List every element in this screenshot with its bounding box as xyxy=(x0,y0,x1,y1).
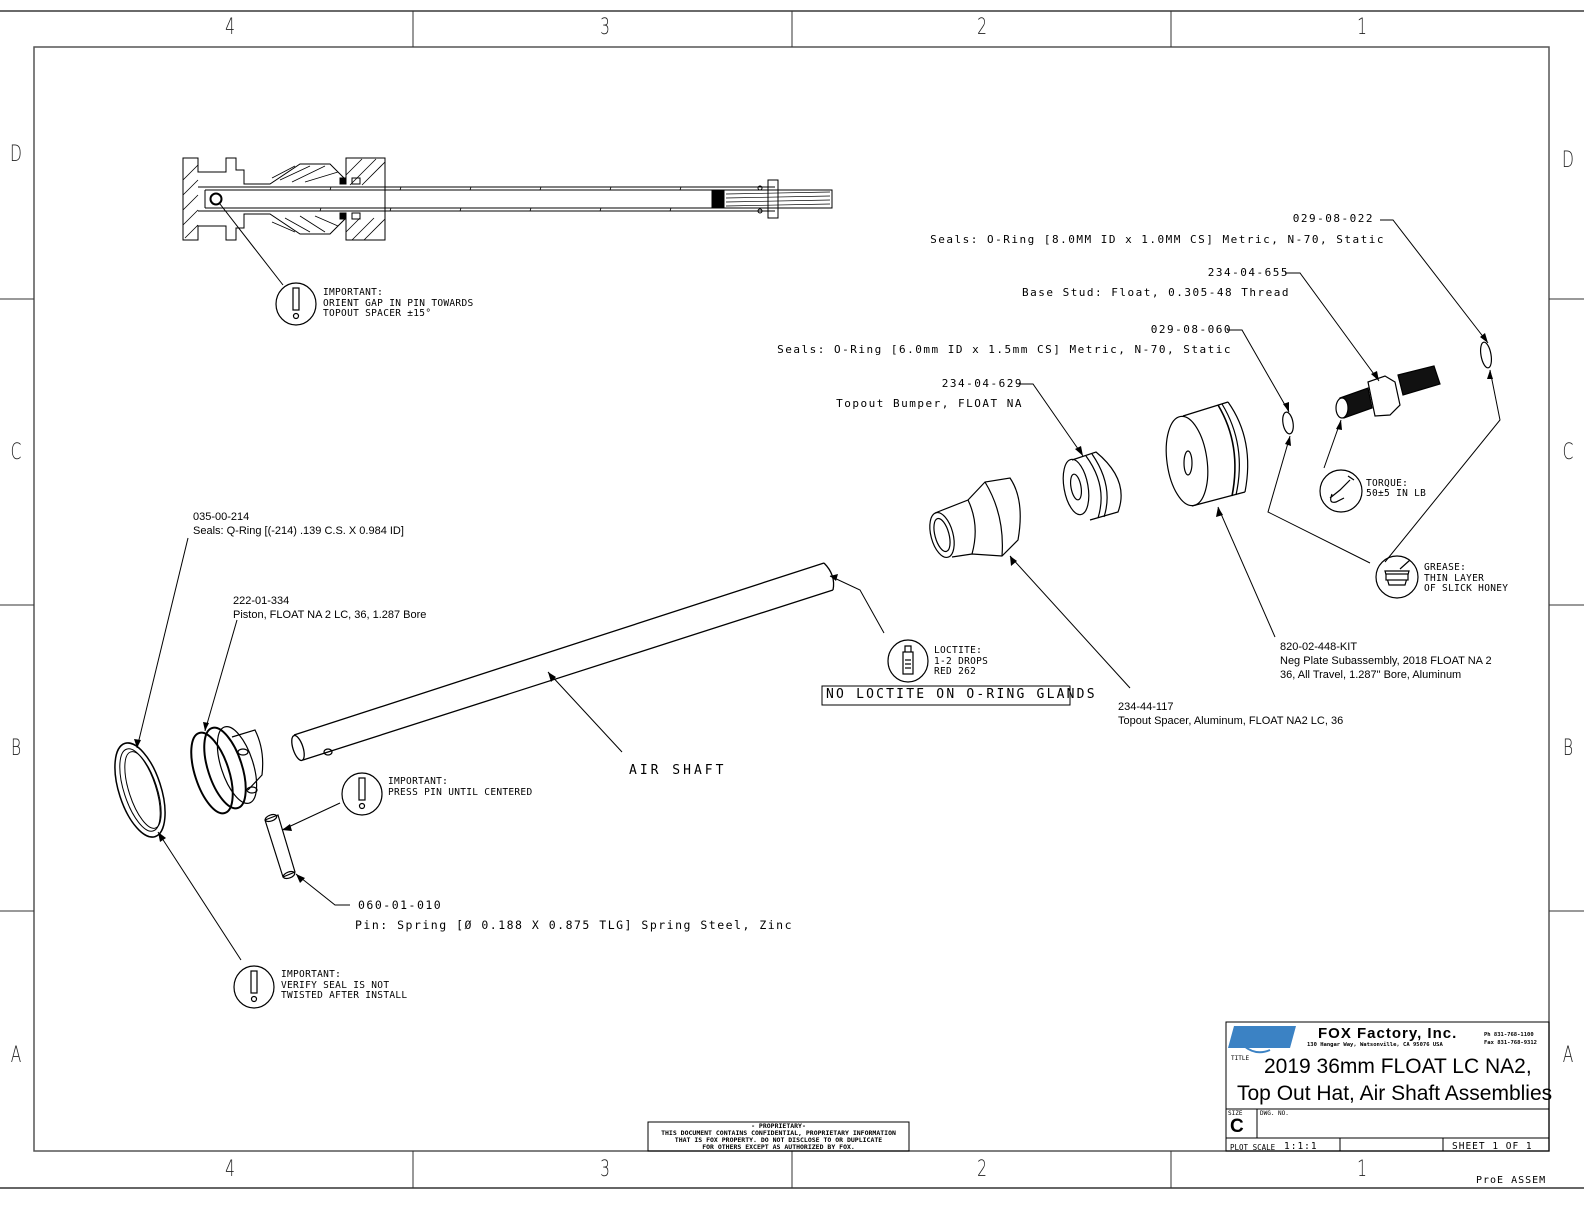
proprietary-line: FOR OTHERS EXCEPT AS AUTHORIZED BY FOX. xyxy=(702,1143,855,1151)
zone-col-label: 1 xyxy=(1357,15,1367,40)
qring-part xyxy=(114,742,166,838)
zone-row-label: A xyxy=(10,1043,22,1068)
proprietary-line: THIS DOCUMENT CONTAINS CONFIDENTIAL, PRO… xyxy=(661,1129,896,1137)
part-number: 234-04-629 xyxy=(941,377,1023,390)
part-number: 222-01-334 xyxy=(233,595,290,607)
drawing-title-line1: 2019 36mm FLOAT LC NA2, xyxy=(1264,1055,1532,1078)
note-line: 50±5 IN LB xyxy=(1366,488,1427,499)
note-line: THIN LAYER xyxy=(1424,573,1485,584)
zone-row-label: B xyxy=(10,736,22,761)
part-description: Topout Spacer, Aluminum, FLOAT NA2 LC, 3… xyxy=(1118,715,1344,727)
note-line: TOPOUT SPACER ±15° xyxy=(323,308,432,319)
note-line: TORQUE: xyxy=(1366,478,1409,489)
air-shaft-label: AIR SHAFT xyxy=(629,763,727,778)
note-line: RED 262 xyxy=(934,666,977,677)
sheet-number: SHEET 1 OF 1 xyxy=(1452,1141,1533,1152)
note-line: ORIENT GAP IN PIN TOWARDS xyxy=(323,298,474,309)
part-number: 029-08-060 xyxy=(1150,323,1232,336)
base-stud-part xyxy=(1335,365,1441,419)
zone-row-label: D xyxy=(1562,148,1574,173)
note-line: TWISTED AFTER INSTALL xyxy=(281,990,408,1001)
part-number: 035-00-214 xyxy=(193,511,250,523)
company-phone: Ph 831-768-1100 xyxy=(1484,1032,1534,1038)
no-loctite-box xyxy=(821,685,1071,706)
zone-col-label: 2 xyxy=(977,1157,987,1182)
exclamation-icon xyxy=(275,282,317,326)
zone-row-label: D xyxy=(10,142,22,167)
no-loctite-warning: NO LOCTITE ON O-RING GLANDS xyxy=(826,687,1097,702)
neg-plate-part xyxy=(1165,401,1249,507)
company-name: FOX Factory, Inc. xyxy=(1318,1025,1458,1042)
zone-col-label: 3 xyxy=(600,15,610,40)
part-description: Seals: O-Ring [6.0mm ID x 1.5mm CS] Metr… xyxy=(777,343,1232,356)
zone-row-label: C xyxy=(1562,440,1574,465)
topout-spacer-part xyxy=(929,477,1021,558)
part-number: 234-04-655 xyxy=(1207,266,1289,279)
air-shaft-part xyxy=(291,562,835,762)
zone-col-label: 2 xyxy=(977,15,987,40)
grease-tub-icon xyxy=(1375,555,1419,599)
company-fax: Fax 831-768-9312 xyxy=(1484,1040,1537,1046)
wrench-hand-icon xyxy=(1319,469,1363,513)
note-line: LOCTITE: xyxy=(934,645,983,656)
zone-col-label: 3 xyxy=(600,1157,610,1182)
zone-col-label: 4 xyxy=(225,15,235,40)
part-description: Seals: O-Ring [8.0MM ID x 1.0MM CS] Metr… xyxy=(930,233,1385,246)
note-line: IMPORTANT: xyxy=(281,969,342,980)
part-number: 234-44-117 xyxy=(1118,701,1174,713)
note-line: GREASE: xyxy=(1424,562,1467,573)
drawing-title-line2: Top Out Hat, Air Shaft Assemblies xyxy=(1237,1082,1553,1105)
part-number: 060-01-010 xyxy=(358,898,443,912)
plot-scale-value: 1:1:1 xyxy=(1284,1141,1318,1152)
exclamation-icon xyxy=(233,965,275,1009)
zone-row-label: A xyxy=(1562,1043,1574,1068)
company-address: 130 Hangar Way, Watsonville, CA 95076 US… xyxy=(1307,1042,1443,1048)
part-description: Base Stud: Float, 0.305-48 Thread xyxy=(1021,286,1290,299)
note-line: IMPORTANT: xyxy=(323,287,384,298)
part-description: Neg Plate Subassembly, 2018 FLOAT NA 2 xyxy=(1280,655,1492,667)
size-label: SIZE xyxy=(1228,1110,1243,1117)
leader-lines xyxy=(136,219,1501,961)
size-value: C xyxy=(1230,1116,1244,1137)
exclamation-icon xyxy=(341,772,383,816)
part-description: Seals: Q-Ring [(-214) .139 C.S. X 0.984 … xyxy=(193,525,404,537)
loctite-tube-icon xyxy=(887,639,929,683)
oring-8mm-part xyxy=(1479,341,1493,369)
part-description: 36, All Travel, 1.287" Bore, Aluminum xyxy=(1280,669,1462,681)
oring-6mm-part xyxy=(1282,411,1294,435)
plot-scale-label: PLOT SCALE xyxy=(1230,1143,1276,1152)
footer-proe-assem: ProE ASSEM xyxy=(1476,1175,1547,1186)
part-description: Piston, FLOAT NA 2 LC, 36, 1.287 Bore xyxy=(233,609,427,621)
zone-row-label: C xyxy=(10,440,22,465)
part-number: 820-02-448-KIT xyxy=(1280,641,1358,653)
proprietary-line: THAT IS FOX PROPERTY. DO NOT DISCLOSE TO… xyxy=(674,1136,883,1144)
pin-part xyxy=(264,813,296,880)
arrowheads xyxy=(134,333,1493,883)
title-label: TITLE xyxy=(1231,1055,1250,1062)
note-line: IMPORTANT: xyxy=(388,776,449,787)
section-view-assembly xyxy=(182,157,833,241)
note-line: OF SLICK HONEY xyxy=(1424,583,1509,594)
note-line: PRESS PIN UNTIL CENTERED xyxy=(388,787,533,798)
dwg-no-label: DWG. NO. xyxy=(1260,1110,1289,1117)
proprietary-box xyxy=(647,1121,910,1152)
leader-line xyxy=(219,203,284,286)
proprietary-line: - PROPRIETARY- xyxy=(751,1122,806,1130)
note-line: 1-2 DROPS xyxy=(934,656,989,667)
zone-col-label: 1 xyxy=(1357,1157,1367,1182)
part-description: Pin: Spring [Ø 0.188 X 0.875 TLG] Spring… xyxy=(355,918,794,932)
fox-logo xyxy=(1228,1026,1296,1054)
title-block-frame xyxy=(1225,1021,1550,1152)
zone-col-label: 4 xyxy=(225,1157,235,1182)
topout-bumper-part xyxy=(1062,451,1122,521)
piston-part xyxy=(190,726,264,815)
note-line: VERIFY SEAL IS NOT xyxy=(281,980,390,991)
part-number: 029-08-022 xyxy=(1292,212,1374,225)
proprietary-notice: - PROPRIETARY- THIS DOCUMENT CONTAINS CO… xyxy=(648,1123,909,1151)
zone-row-label: B xyxy=(1562,736,1574,761)
part-description: Topout Bumper, FLOAT NA xyxy=(836,397,1023,410)
